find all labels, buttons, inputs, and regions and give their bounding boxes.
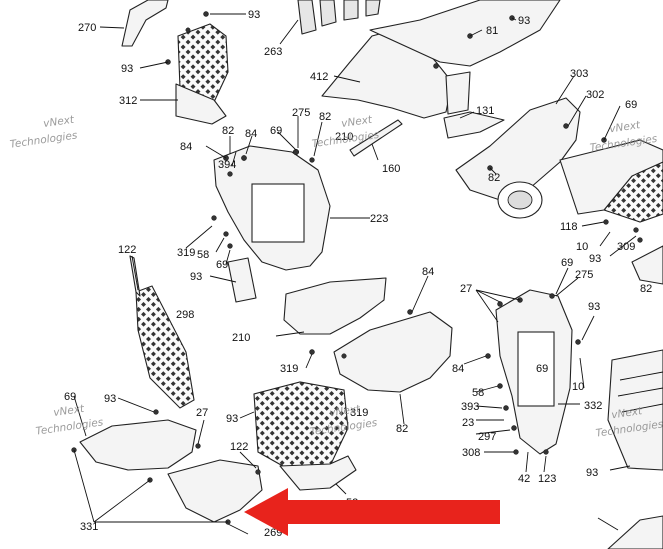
callout-82: 210 <box>335 131 353 143</box>
part-298-tray <box>283 277 387 335</box>
part-269-corner-panel <box>607 515 663 549</box>
callout-123: 93 <box>586 467 598 479</box>
callout-labels: 270 93 263 81 93 412 303 93 312 131 302 … <box>64 9 652 539</box>
callout-319: 58 <box>197 249 209 261</box>
callout-210: 69 <box>270 125 282 137</box>
svg-text:vNext: vNext <box>609 119 642 135</box>
callout-69: 93 <box>589 253 601 265</box>
svg-text:vNext: vNext <box>43 114 76 130</box>
callout-82: 122 <box>230 441 248 453</box>
callout-42: 123 <box>538 473 556 485</box>
callout-23: 297 <box>478 431 496 443</box>
part-309-side-grille <box>135 285 195 409</box>
callout-275: 82 <box>640 283 652 295</box>
part-131-bracket <box>445 71 471 115</box>
callout-84: 69 <box>561 257 573 269</box>
part-332-lower-bracket <box>79 419 197 471</box>
part-308-frame <box>279 455 357 491</box>
callout-93: 331 <box>80 521 98 533</box>
callout-93: 84 <box>422 266 434 278</box>
callout-122: 93 <box>190 271 202 283</box>
callout-93: 93 <box>121 63 133 75</box>
callout-93: 93 <box>518 15 530 27</box>
callout-394: 223 <box>370 213 388 225</box>
callout-302: 69 <box>625 99 637 111</box>
callout-81: 81 <box>486 25 498 37</box>
callout-69: 93 <box>104 393 116 405</box>
callout-93: 319 <box>280 363 298 375</box>
callout-303: 303 <box>570 68 588 80</box>
callout-393: 332 <box>584 400 602 412</box>
callout-27: 298 <box>176 309 194 321</box>
callout-84: 69 <box>536 363 548 375</box>
callout-82: 394 <box>218 159 236 171</box>
part-270-fender-strip <box>121 0 169 47</box>
callout-10: 58 <box>472 387 484 399</box>
svg-text:vNext: vNext <box>329 403 362 419</box>
leader-lines <box>73 13 637 535</box>
callout-82: 27 <box>460 283 472 295</box>
part-303-duct <box>455 97 581 201</box>
callout-319: 23 <box>462 417 474 429</box>
part-309-edge <box>129 255 141 297</box>
callout-93: 319 <box>350 407 368 419</box>
callout-298: 210 <box>232 332 250 344</box>
callout-82: 84 <box>245 128 257 140</box>
svg-text:Technologies: Technologies <box>9 129 78 150</box>
callout-52: 42 <box>518 473 530 485</box>
svg-text:vNext: vNext <box>341 114 374 130</box>
callout-275: 160 <box>382 163 400 175</box>
part-263-upper-grille <box>297 0 381 35</box>
callout-93: 309 <box>617 241 635 253</box>
part-297-undertray <box>333 311 453 393</box>
callout-27: 93 <box>226 413 238 425</box>
callout-69: 275 <box>575 269 593 281</box>
callout-84: 82 <box>222 125 234 137</box>
part-393-window <box>517 331 555 407</box>
callout-93: 302 <box>586 89 604 101</box>
callout-93: 93 <box>248 9 260 21</box>
callout-332: 69 <box>64 391 76 403</box>
callout-270: 270 <box>78 22 96 34</box>
watermark: vNext Technologies <box>35 403 104 438</box>
svg-text:vNext: vNext <box>611 405 644 421</box>
callout-84: 82 <box>319 111 331 123</box>
part-122-lower-leg <box>227 257 257 303</box>
part-331-lower-plate <box>167 459 263 523</box>
part-312-frame <box>175 83 227 125</box>
watermark: vNext Technologies <box>9 114 78 151</box>
svg-text:vNext: vNext <box>53 403 86 419</box>
callout-93: 27 <box>196 407 208 419</box>
callout-263: 263 <box>264 46 282 58</box>
part-275-trim-right <box>631 245 663 285</box>
callout-309: 122 <box>118 244 136 256</box>
callout-58: 69 <box>216 259 228 271</box>
callout-69: 10 <box>572 381 584 393</box>
callout-10: 319 <box>177 247 195 259</box>
part-302-panel <box>559 139 663 215</box>
callout-312: 312 <box>119 95 137 107</box>
callout-223: 118 <box>560 221 578 233</box>
part-275-trim-stick <box>349 119 403 157</box>
callout-58: 393 <box>461 401 479 413</box>
callout-131: 131 <box>476 105 494 117</box>
callout-210: 93 <box>588 301 600 313</box>
callout-69: 84 <box>180 141 192 153</box>
callout-412: 412 <box>310 71 328 83</box>
callout-122: 308 <box>462 447 480 459</box>
callout-160: 82 <box>488 172 500 184</box>
callout-297: 82 <box>396 423 408 435</box>
callout-118: 10 <box>576 241 588 253</box>
part-123-louvers <box>617 371 663 413</box>
fastener-group <box>71 11 643 525</box>
callout-319: 84 <box>452 363 464 375</box>
part-394-window <box>251 183 305 243</box>
part-308-lower-grille <box>253 381 349 471</box>
part-131-plate <box>443 111 505 139</box>
callout-69: 275 <box>292 107 310 119</box>
highlight-arrow <box>244 488 500 536</box>
